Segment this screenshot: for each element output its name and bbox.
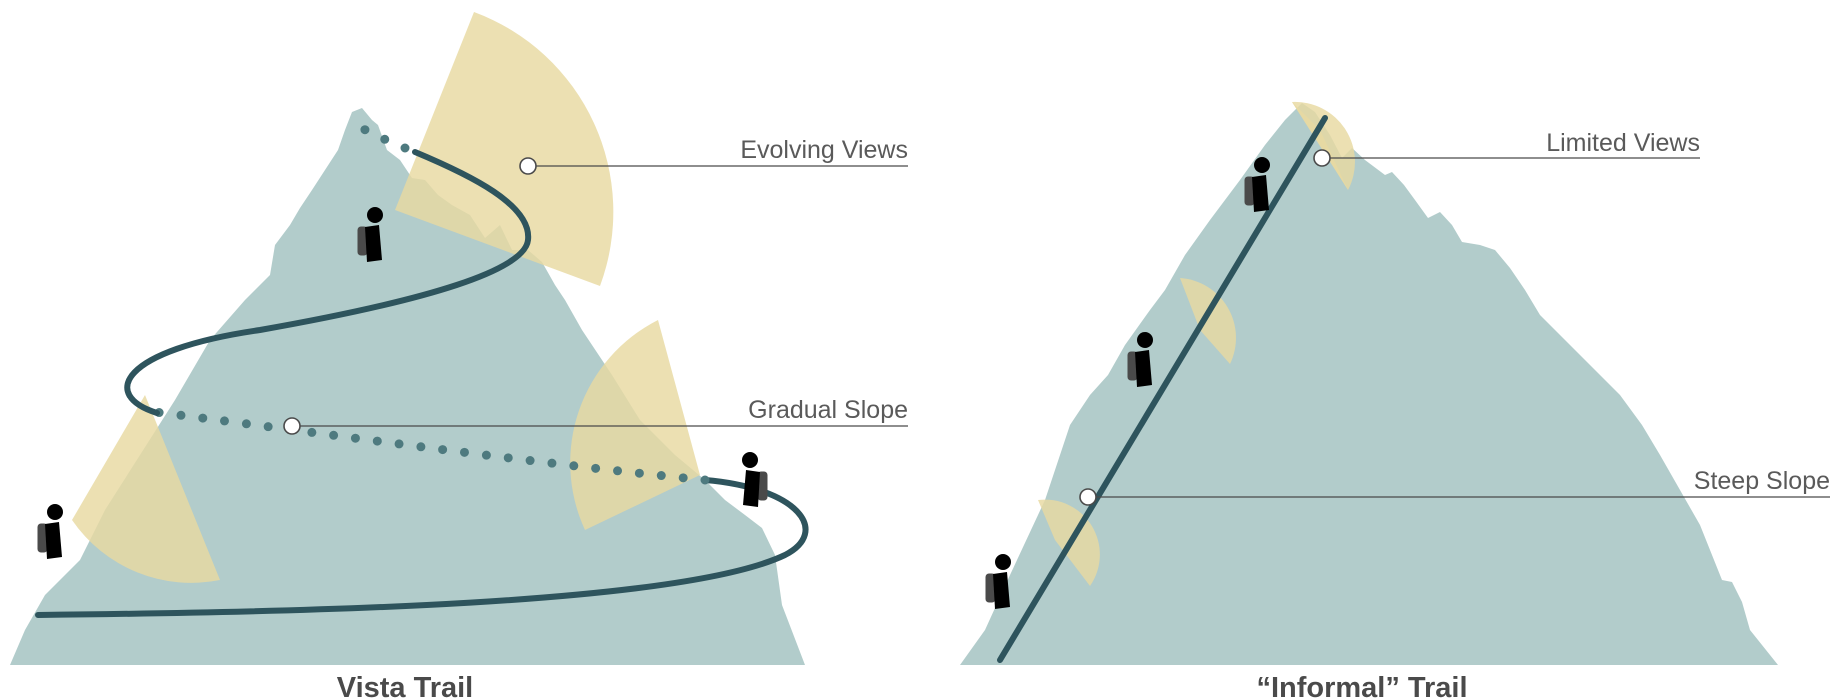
vista-trail-caption: Vista Trail — [337, 672, 474, 700]
vista-mountain — [10, 108, 805, 665]
vista-trail-path-middle — [124, 149, 532, 416]
gradual-slope-marker — [283, 417, 301, 435]
steep-slope-marker — [1079, 488, 1097, 506]
informal-mountain — [960, 103, 1778, 665]
informal-trail-path — [997, 115, 1328, 663]
evolving-views-marker — [519, 157, 537, 175]
view-cone-peak — [1292, 102, 1348, 190]
steep-slope-label: Steep Slope — [1694, 467, 1830, 495]
view-cone-top — [395, 12, 614, 286]
gradual-slope-label: Gradual Slope — [748, 396, 908, 424]
vista-trail-path — [35, 477, 809, 618]
limited-views-label: Limited Views — [1546, 129, 1700, 157]
view-cone-peak-fan — [1292, 101, 1355, 190]
vista-trail-panel: Evolving Views Gradual Slope Vista Trail — [10, 12, 908, 700]
view-cone-right — [570, 320, 700, 530]
informal-trail-panel: Limited Views Steep Slope “Informal” Tra… — [960, 101, 1830, 700]
informal-trail-caption: “Informal” Trail — [1256, 672, 1467, 700]
view-cone-left — [72, 395, 220, 583]
evolving-views-label: Evolving Views — [740, 136, 908, 164]
view-cone-mid — [1180, 278, 1236, 364]
limited-views-marker — [1313, 149, 1331, 167]
